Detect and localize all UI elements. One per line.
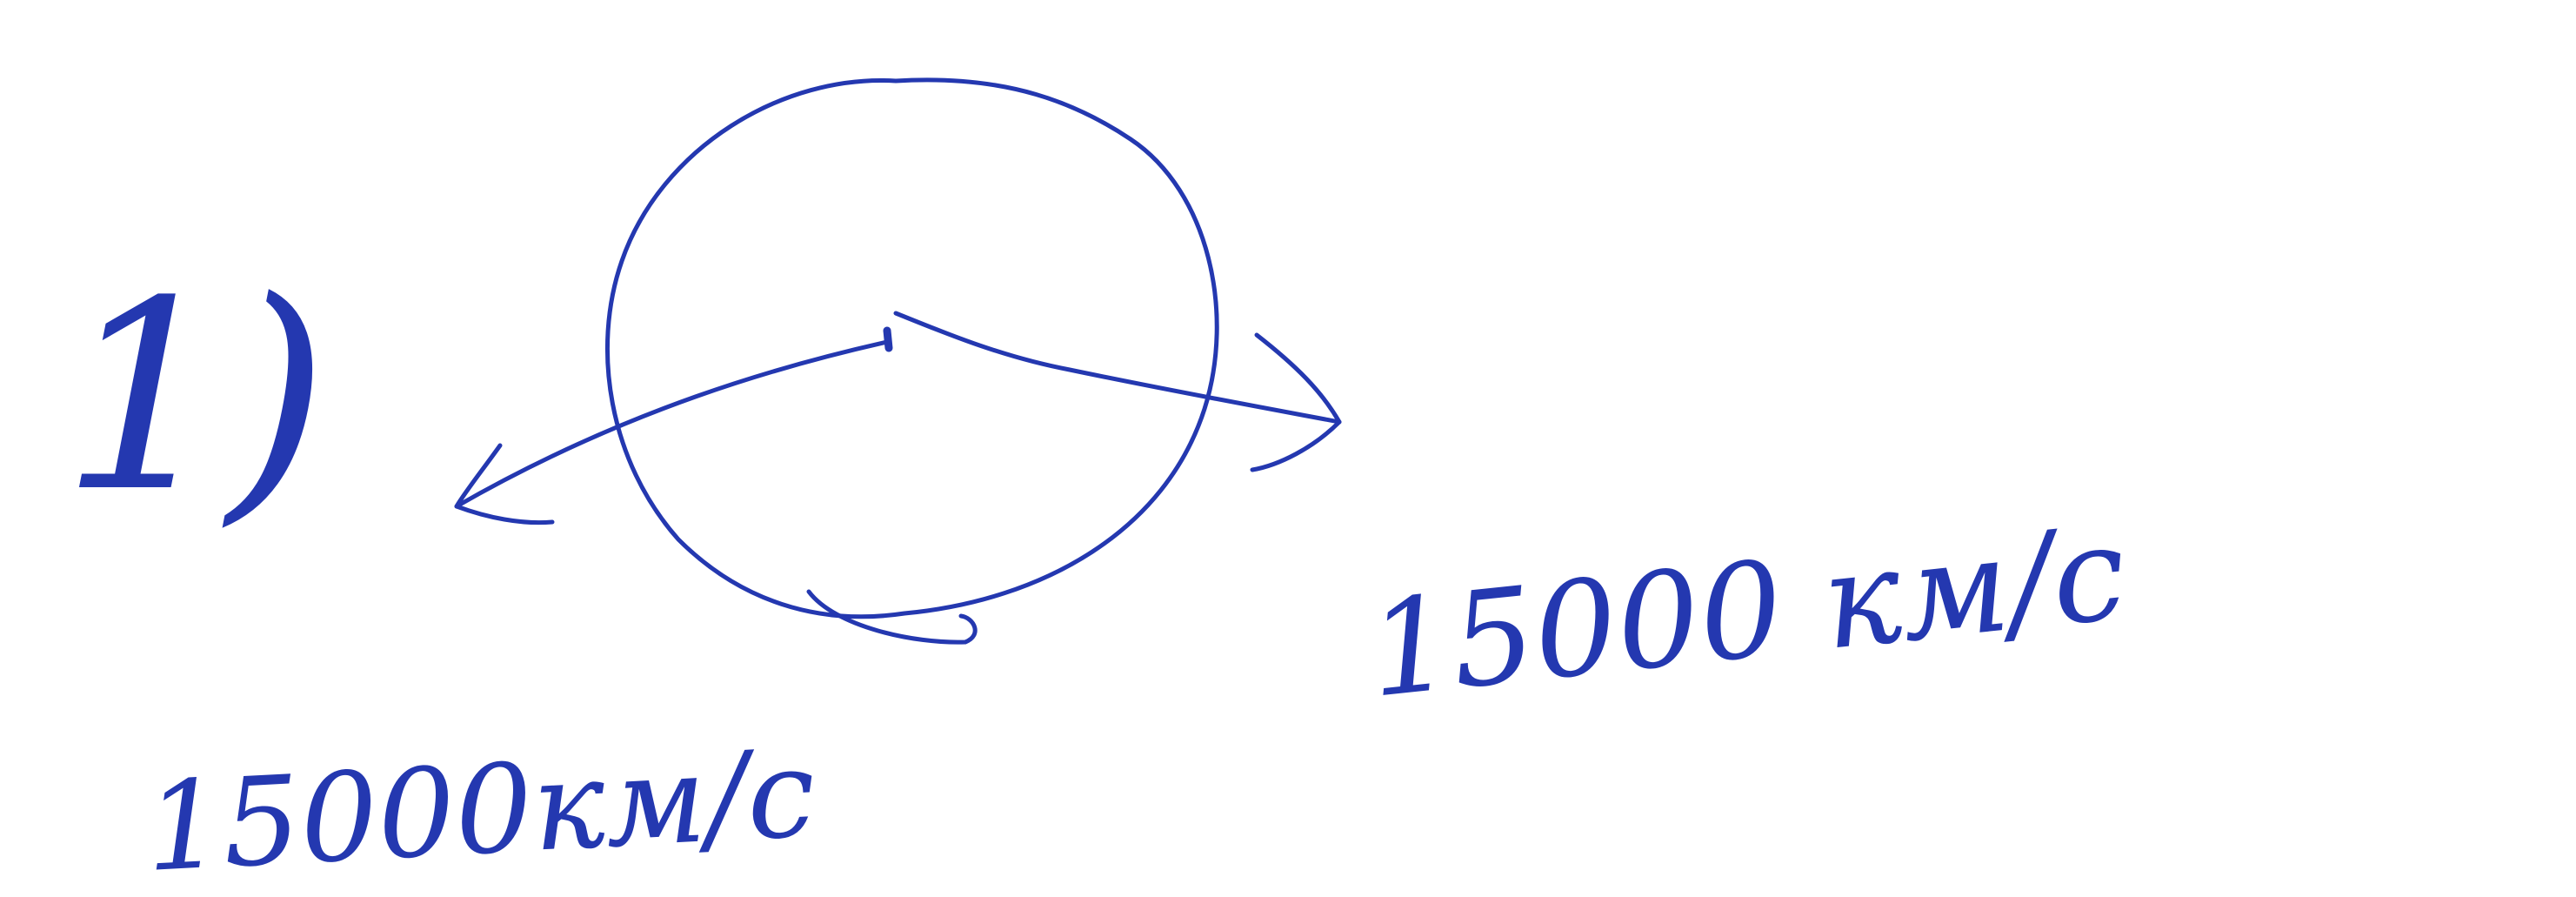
- left-velocity-arrow: [457, 342, 887, 506]
- right-arrowhead: [1252, 335, 1339, 470]
- planet-circle: [607, 80, 1217, 617]
- left-arrowhead: [457, 445, 552, 523]
- center-point: [887, 331, 889, 348]
- right-velocity-arrow: [896, 313, 1339, 422]
- right-velocity-label: 15000 км/с: [1362, 497, 2133, 726]
- item-number: 1): [61, 245, 329, 549]
- left-velocity-label: 15000км/с: [142, 723, 818, 897]
